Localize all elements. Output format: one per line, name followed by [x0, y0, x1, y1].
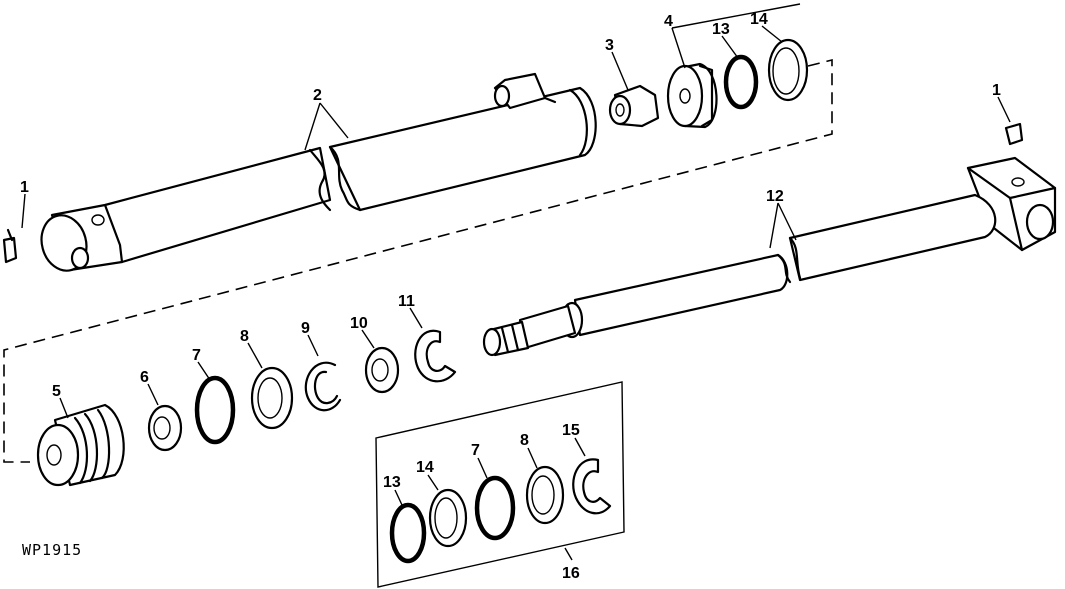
- callout-2: 2: [313, 87, 322, 104]
- callout-9: 9: [301, 320, 310, 337]
- callout-12: 12: [766, 188, 784, 205]
- backup-ring-8: [250, 366, 294, 430]
- grease-fitting-right: [1004, 122, 1024, 146]
- callout-7: 7: [192, 347, 201, 364]
- seal-kit-box: [375, 381, 625, 588]
- callout-4: 4: [664, 13, 673, 30]
- cylinder-head: [36, 403, 125, 487]
- piston-rod: [482, 156, 1057, 357]
- callout-6: 6: [140, 369, 149, 386]
- backup-ring-14-kit: [428, 488, 468, 548]
- callout-1-left: 1: [20, 179, 29, 196]
- callout-5: 5: [52, 383, 61, 400]
- leader-lines: [21, 3, 1011, 561]
- o-ring-13-top: [723, 54, 759, 110]
- retaining-ring-15-kit: [572, 458, 612, 515]
- piston: [666, 62, 718, 129]
- callout-8-kit: 8: [520, 432, 529, 449]
- callout-16: 16: [562, 565, 580, 582]
- o-ring-7: [194, 375, 236, 445]
- assembly-dashed-line: [3, 58, 833, 463]
- backup-ring-14-top: [767, 38, 809, 102]
- callout-1-right: 1: [992, 82, 1001, 99]
- callout-labels: 1 2 3 4 13 14 1 12 5 6 7 8 9 10 11 13 14…: [20, 11, 1001, 582]
- callout-11: 11: [398, 293, 415, 310]
- piston-nut: [608, 84, 660, 128]
- callout-15: 15: [562, 422, 580, 439]
- backup-ring-8-kit: [525, 465, 565, 525]
- wiper-10: [364, 346, 400, 394]
- callout-13-kit: 13: [383, 474, 401, 491]
- cylinder-barrel: [40, 72, 597, 272]
- callout-8: 8: [240, 328, 249, 345]
- o-ring-7-kit: [474, 475, 516, 541]
- callout-3: 3: [605, 37, 614, 54]
- callout-14-top: 14: [750, 11, 768, 28]
- wiper-6: [147, 404, 183, 452]
- snap-ring-9: [304, 361, 342, 412]
- callout-7-kit: 7: [471, 442, 480, 459]
- retaining-ring-11: [414, 329, 457, 383]
- figure-code: WP1915: [22, 541, 82, 559]
- callout-10: 10: [350, 315, 368, 332]
- callout-13-top: 13: [712, 21, 730, 38]
- callout-14-kit: 14: [416, 459, 434, 476]
- grease-fitting-left: [2, 228, 18, 264]
- o-ring-13-kit: [389, 502, 427, 564]
